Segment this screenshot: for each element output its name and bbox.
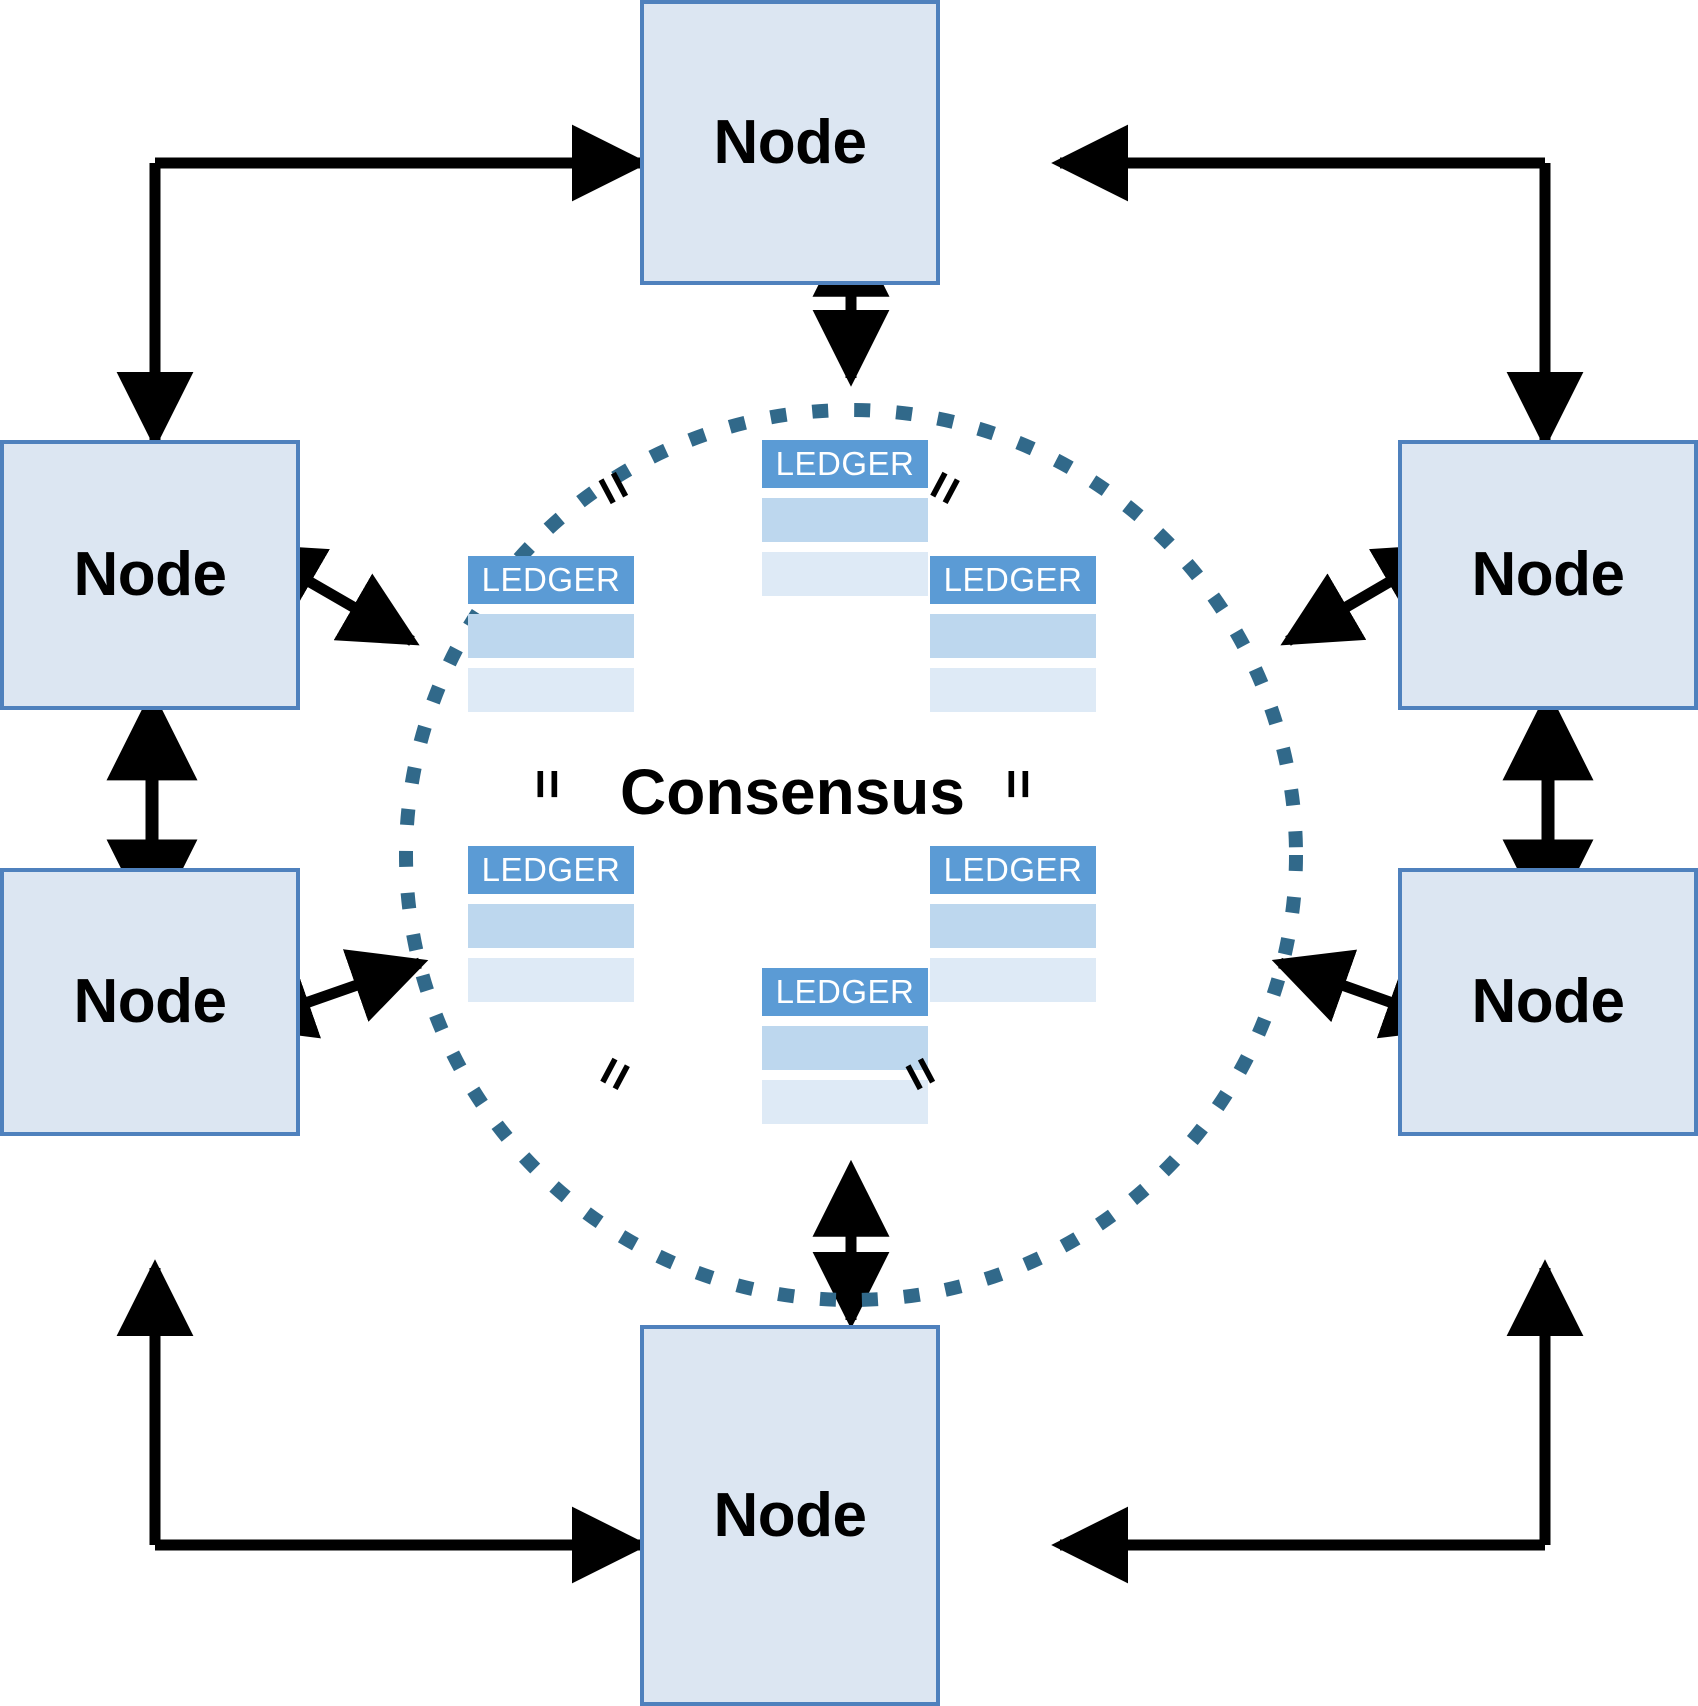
node-right-upper-label: Node — [1471, 540, 1626, 609]
ledger-upper-left[interactable]: LEDGER — [468, 556, 634, 712]
ledger-top-header: LEDGER — [762, 440, 928, 488]
ledger-upper-left-row-2 — [468, 668, 634, 712]
connector-right-upper-to-consensus — [1280, 543, 1455, 646]
connector-left-upper-to-consensus — [243, 543, 420, 646]
node-top-label: Node — [713, 107, 868, 177]
ledger-upper-right-row-1 — [930, 614, 1096, 658]
ledger-top-row-1 — [762, 498, 928, 542]
ledger-lower-right[interactable]: LEDGER — [930, 846, 1096, 1002]
node-right-lower-label: Node — [1471, 967, 1626, 1036]
connector-left-lower-to-consensus — [235, 949, 429, 1039]
ledger-upper-right[interactable]: LEDGER — [930, 556, 1096, 712]
ledger-lower-left-header: LEDGER — [468, 846, 634, 894]
ledger-upper-left-row-1 — [468, 614, 634, 658]
connector-right-lower-to-consensus — [1271, 949, 1463, 1039]
ledger-lower-right-row-2 — [930, 958, 1096, 1002]
connector-right-upper-to-top — [1051, 124, 1584, 449]
ledger-lower-right-header: LEDGER — [930, 846, 1096, 894]
equals-mark-mid-right: = — [989, 768, 1048, 800]
ledger-upper-right-header: LEDGER — [930, 556, 1096, 604]
ledger-lower-left-row-2 — [468, 958, 634, 1002]
node-bottom[interactable]: Node — [640, 1325, 940, 1706]
ledger-bottom-row-2 — [762, 1080, 928, 1124]
ledger-bottom-row-1 — [762, 1026, 928, 1070]
ledger-lower-right-row-1 — [930, 904, 1096, 948]
node-left-upper[interactable]: Node — [0, 440, 300, 710]
connector-left-lower-to-bottom — [116, 1259, 649, 1584]
ledger-lower-left[interactable]: LEDGER — [468, 846, 634, 1002]
ledger-bottom[interactable]: LEDGER — [762, 968, 928, 1124]
ledger-bottom-header: LEDGER — [762, 968, 928, 1016]
node-right-upper[interactable]: Node — [1398, 440, 1698, 710]
equals-mark-bottom-left: = — [582, 1046, 648, 1102]
node-left-lower[interactable]: Node — [0, 868, 300, 1136]
equals-mark-mid-left: = — [518, 768, 577, 800]
consensus-label: Consensus — [620, 756, 965, 828]
connector-right-lower-to-bottom — [1051, 1259, 1584, 1584]
ledger-upper-left-header: LEDGER — [468, 556, 634, 604]
connector-left-upper-to-top — [116, 124, 649, 449]
equals-mark-top-left: = — [580, 460, 646, 516]
ledger-upper-right-row-2 — [930, 668, 1096, 712]
ledger-top[interactable]: LEDGER — [762, 440, 928, 596]
ledger-lower-left-row-1 — [468, 904, 634, 948]
node-left-lower-label: Node — [73, 967, 228, 1036]
node-left-upper-label: Node — [73, 540, 228, 609]
node-top[interactable]: Node — [640, 0, 940, 285]
node-bottom-label: Node — [713, 1480, 868, 1550]
node-right-lower[interactable]: Node — [1398, 868, 1698, 1136]
ledger-top-row-2 — [762, 552, 928, 596]
